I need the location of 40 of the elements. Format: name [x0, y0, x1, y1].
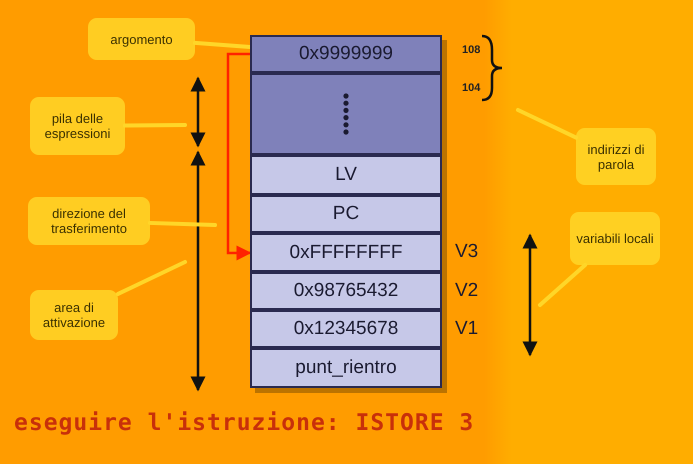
cell-value: punt_rientro [295, 357, 397, 379]
leader-line [148, 220, 217, 227]
stack-cell [250, 195, 442, 233]
cell-value: 0x9999999 [298, 43, 394, 65]
leader-line [516, 108, 578, 140]
leader-line [116, 260, 187, 296]
cell-value: 0x12345678 [294, 318, 398, 340]
variable-label: V3 [455, 241, 478, 263]
stack-cell [250, 73, 442, 155]
cell-value: 0x98765432 [294, 280, 398, 302]
leader-line [538, 263, 588, 307]
callout-text: direzione del trasferimento [50, 206, 128, 236]
callout-bubble [88, 18, 195, 60]
callout-text: pila delle espressioni [44, 111, 112, 141]
callout-bubble [28, 197, 150, 245]
stack-cell [250, 272, 442, 310]
address-number: 108 [462, 44, 480, 56]
leader-line [123, 123, 187, 128]
callout-bubble [30, 290, 118, 340]
address-number: 104 [462, 82, 480, 94]
stack-cell [250, 348, 442, 388]
cell-value: 0xFFFFFFFF [290, 242, 402, 264]
stack-cell [250, 233, 442, 272]
stack-cell [250, 155, 442, 195]
variable-label: V1 [455, 318, 478, 340]
cell-value: LV [335, 164, 357, 186]
leader-line [193, 40, 252, 49]
callout-bubble [576, 128, 656, 185]
variable-label: V2 [455, 280, 478, 302]
cell-value: PC [332, 203, 360, 225]
callout-bubble [30, 97, 125, 155]
callout-text: indirizzi di parola [586, 142, 646, 172]
arrow [226, 52, 252, 260]
stack-cell [250, 35, 442, 73]
callout-text: argomento [110, 32, 173, 46]
callout-bubble [570, 212, 660, 265]
caption: eseguire l'istruzione: ISTORE 3 [14, 410, 474, 436]
stack-cell [250, 310, 442, 348]
callout-text: area di attivazione [42, 300, 106, 330]
callout-text: variabili locali [576, 231, 654, 246]
